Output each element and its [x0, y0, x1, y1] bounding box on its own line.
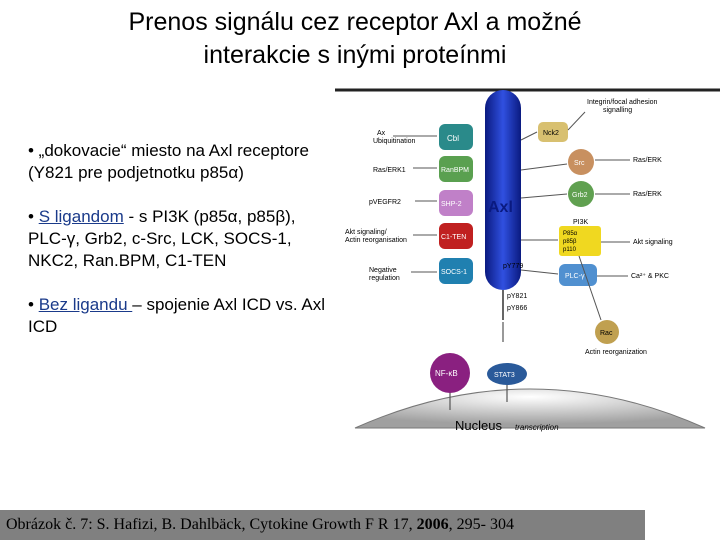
node-socs1 [439, 258, 473, 284]
link-axl-plc [520, 269, 559, 275]
link-axl-nck2 [520, 131, 538, 141]
bullet-with-ligand-text: - s PI3K (p85α, p85β), PLC-γ, Grb2, c-Sr… [28, 207, 296, 270]
arrow-pi3k-rac [578, 255, 602, 321]
node-nfkb-label: NF-κB [435, 369, 458, 378]
link-axl-grb2 [520, 193, 568, 199]
node-src [568, 149, 594, 175]
bullet-docking-site: • „dokovacie“ miesto na Axl receptore (Y… [28, 141, 309, 182]
bullet-list: • „dokovacie“ miesto na Axl receptore (Y… [28, 140, 338, 360]
diagram-svg: Nucleus transcription Axl pY821 pY866 pY… [335, 88, 720, 433]
slide-title: Prenos signálu cez receptor Axl a možné … [60, 6, 650, 72]
node-ranbpm [439, 156, 473, 182]
nucleus-shape [354, 388, 706, 429]
residue-y779: pY779 [503, 263, 523, 270]
label-actin-reorg-right: Actin reorganization [585, 349, 647, 356]
node-c1ten [439, 223, 473, 249]
bullet-without-ligand: • Bez ligandu – spojenie Axl ICD vs. Axl… [28, 294, 338, 338]
node-shp2 [439, 190, 473, 216]
node-nck2-label: Nck2 [543, 130, 559, 137]
caption-suffix: , 295- 304 [448, 516, 514, 533]
node-cbl [439, 124, 473, 150]
node-ranbpm-label: RanBPM [441, 167, 469, 174]
node-c1ten-label: C1-TEN [441, 234, 466, 241]
label-regulation: regulation [369, 275, 400, 282]
node-rac-label: Rac [600, 330, 613, 337]
arrow-nck2 [567, 111, 586, 131]
label-signalling: signalling [603, 107, 632, 114]
transcription-label: transcription [515, 423, 559, 432]
residue-y821: pY821 [507, 293, 527, 300]
label-actin-reorg-left: Actin reorganisation [345, 237, 407, 244]
caption-prefix: Obrázok č. 7: S. Hafizi, B. Dahlbäck, Cy… [6, 516, 417, 533]
pi3k-p110: p110 [563, 247, 577, 253]
label-ras-erk1: Ras/ERK1 [373, 167, 406, 174]
label-pvegfr2: pVEGFR2 [369, 199, 401, 206]
node-socs1-label: SOCS-1 [441, 269, 467, 276]
node-cbl-label: Cbl [447, 134, 459, 143]
pi3k-p85b: p85β [563, 239, 577, 245]
residue-y866: pY866 [507, 305, 527, 312]
node-plc-label: PLC-γ [565, 273, 585, 280]
node-src-label: Src [574, 160, 585, 167]
label-ras-erk-2: Ras/ERK [633, 191, 662, 198]
node-grb2-label: Grb2 [572, 192, 588, 199]
node-stat3 [487, 363, 527, 385]
link-without-ligand[interactable]: Bez ligandu [38, 295, 133, 314]
label-ax: Ax [377, 130, 386, 137]
label-ras-erk-1: Ras/ERK [633, 157, 662, 164]
title-line-1: Prenos signálu cez receptor Axl a možné [128, 8, 582, 36]
node-pi3k [559, 226, 601, 256]
label-negative: Negative [369, 267, 397, 274]
pi3k-p85a: P85α [563, 231, 578, 237]
figure-caption: Obrázok č. 7: S. Hafizi, B. Dahlbäck, Cy… [0, 510, 645, 540]
axl-receptor [485, 90, 521, 290]
label-ca-pkc: Ca²⁺ & PKC [631, 273, 669, 280]
label-akt-signaling: Akt signaling/ [345, 229, 387, 236]
axl-signaling-diagram: Nucleus transcription Axl pY821 pY866 pY… [335, 80, 720, 440]
caption-year: 2006 [416, 516, 449, 533]
node-grb2 [568, 181, 594, 207]
label-integrin: Integrin/focal adhesion [587, 99, 658, 106]
bullet-prefix: • [28, 295, 39, 314]
node-pi3k-label: PI3K [573, 219, 589, 226]
bullet-prefix: • [28, 207, 39, 226]
label-akt-right: Akt signaling [633, 239, 673, 246]
node-nfkb [430, 353, 470, 393]
node-shp2-label: SHP-2 [441, 201, 462, 208]
label-ubiquitination: Ubiquitination [373, 138, 416, 145]
link-axl-src [520, 163, 568, 171]
bullet-with-ligand: • S ligandom - s PI3K (p85α, p85β), PLC-… [28, 206, 338, 272]
bullet-without-ligand-text: – spojenie Axl ICD vs. Axl ICD [28, 295, 326, 336]
node-stat3-label: STAT3 [494, 372, 515, 379]
link-with-ligand[interactable]: S ligandom [38, 207, 124, 226]
title-line-2: interakcie s inými proteínmi [203, 41, 507, 69]
node-nck2 [538, 122, 568, 142]
nucleus-label: Nucleus [455, 418, 502, 433]
node-rac [595, 320, 619, 344]
axl-label: Axl [488, 199, 513, 216]
